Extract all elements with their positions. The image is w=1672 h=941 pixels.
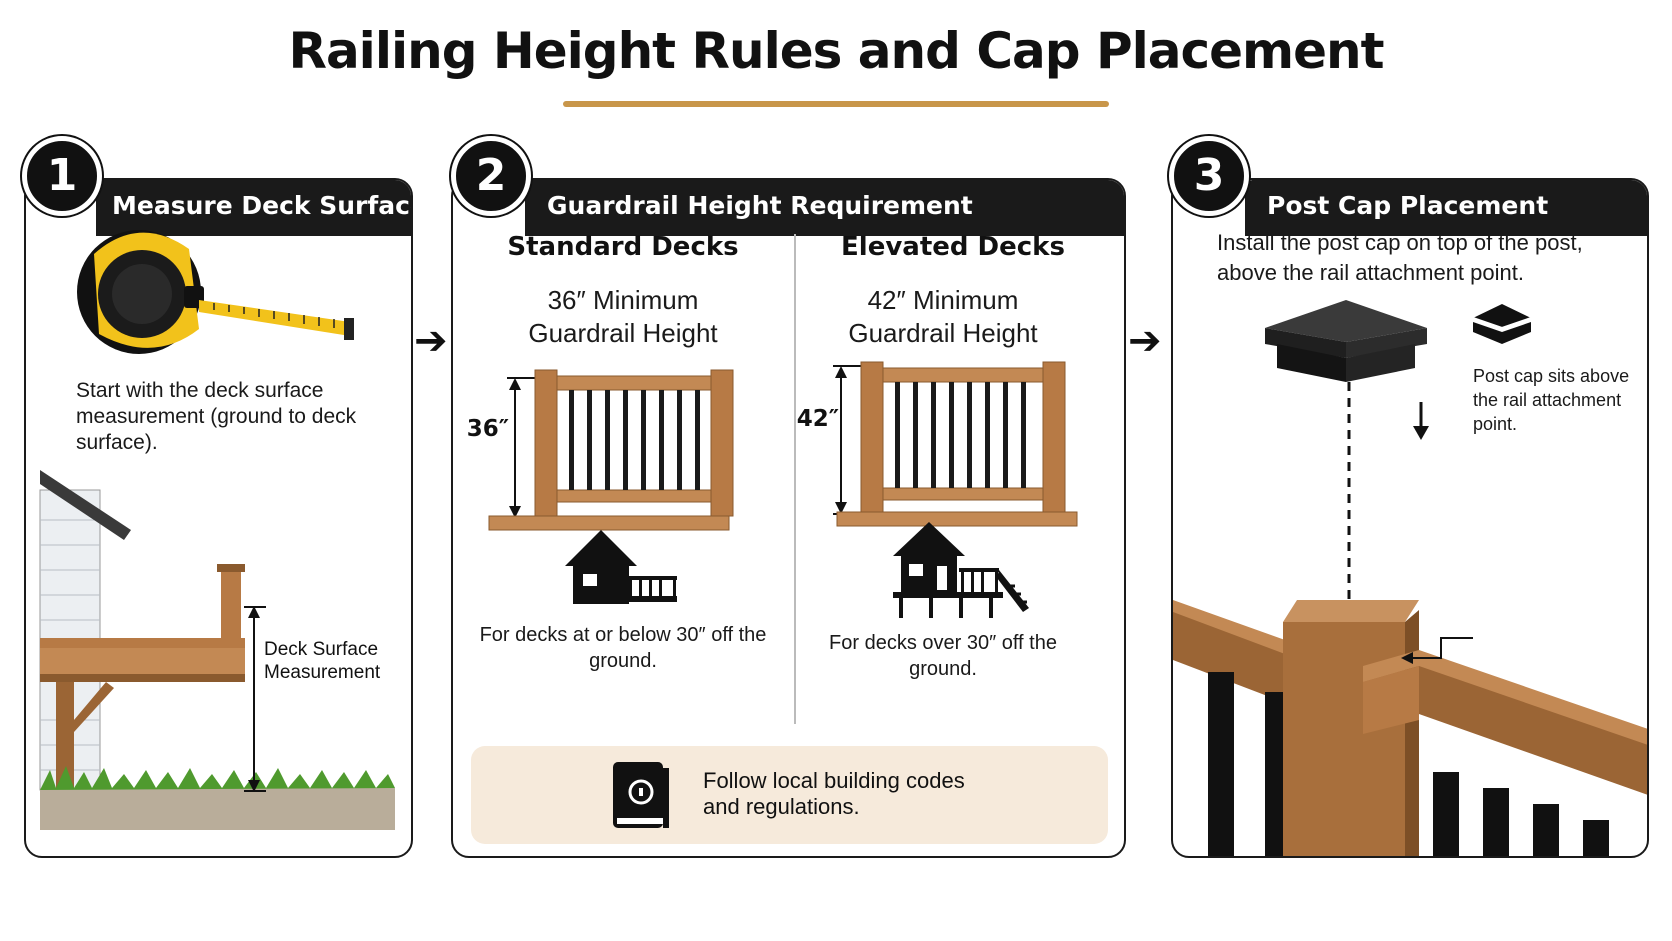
step-2-heading: Guardrail Height Requirement [547,191,973,220]
step-3-badge: 3 [1169,136,1249,216]
house-deck-icon [39,470,395,830]
standard-decks-heading: Standard Decks [507,232,739,262]
dimension-36: 36″ [466,416,509,442]
standard-caption: For decks at or below 30″ off the ground… [479,624,767,672]
step-1-panel: Measure Deck Surface Start with the deck… [24,178,413,858]
post-cap-icon [1265,300,1427,382]
step-2-badge: 2 [451,136,531,216]
standard-minimum: 36″ Minimum [547,285,699,315]
step-3-tab: Post Cap Placement [1245,180,1647,236]
code-book-icon [613,762,669,828]
elevated-house-icon [893,522,1029,618]
railing-36-icon [488,369,734,531]
railing-42-icon [833,361,1078,527]
elevated-caption: For decks over 30″ off the ground. [829,632,1057,680]
elevated-minimum: 42″ Minimum [867,285,1019,315]
column-divider [794,234,796,724]
arrow-right-icon: ➔ [414,318,448,364]
post-cap-small-icon [1472,304,1532,344]
standard-minimum-sub: Guardrail Height [528,318,718,348]
arrow-right-icon-2: ➔ [1128,318,1162,364]
step-2-panel: Guardrail Height Requirement Standard De… [451,178,1126,858]
standard-house-icon [565,530,677,604]
post-and-rail-illustration [1173,382,1647,856]
step-1-tab: Measure Deck Surface [96,180,413,236]
elevated-decks-heading: Elevated Decks [841,232,1065,262]
step-3-text: Install the post cap on top of the post,… [1217,230,1583,285]
step-3-heading: Post Cap Placement [1267,191,1549,220]
elevated-minimum-sub: Guardrail Height [848,318,1038,348]
page-title: Railing Height Rules and Cap Placement [288,22,1384,80]
post-cap-callout: Post cap sits above the rail attachment … [1473,366,1630,434]
step-3-panel: Post Cap Placement Install the post cap … [1171,178,1649,858]
step-1-heading: Measure Deck Surface [112,191,413,220]
code-notice-box: Follow local building codes and regulati… [471,746,1108,844]
tape-measure-icon [77,230,354,354]
dimension-42: 42″ [796,406,839,432]
code-notice-text: Follow local building codes and regulati… [703,768,965,819]
step-2-tab: Guardrail Height Requirement [525,180,1124,236]
deck-surface-label: Deck Surface Measurement [264,639,381,683]
title-underline [563,101,1109,107]
step-1-text: Start with the deck surface measurement … [76,379,357,454]
step-1-badge: 1 [22,136,102,216]
